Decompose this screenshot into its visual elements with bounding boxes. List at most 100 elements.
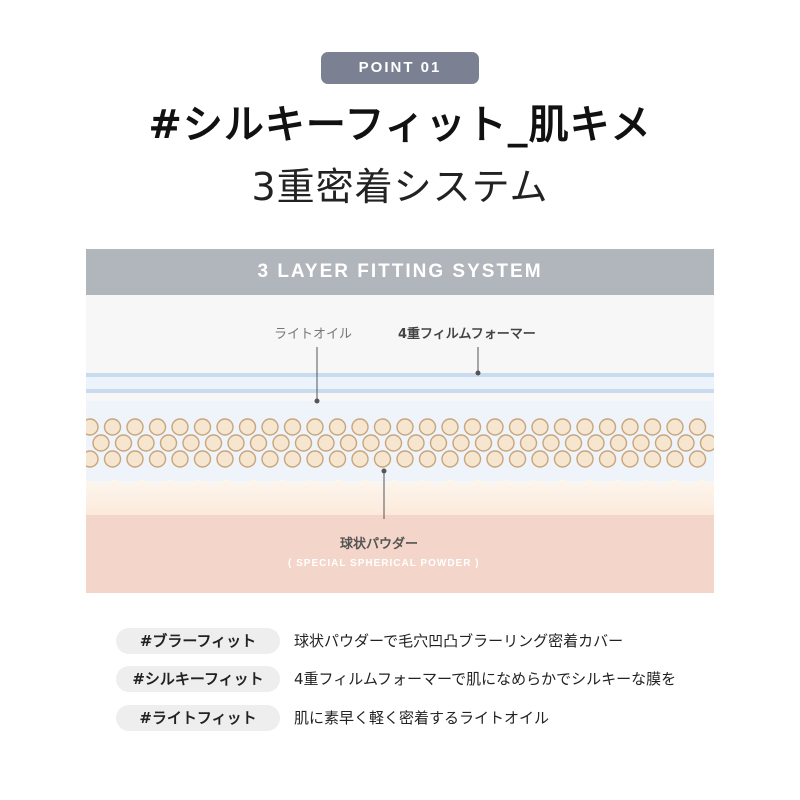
powder-sphere xyxy=(182,434,200,452)
powder-sphere xyxy=(486,450,504,468)
powder-sphere xyxy=(351,418,369,436)
skin-deep-layer xyxy=(86,515,714,593)
powder-sphere xyxy=(171,450,189,468)
page-title: #シルキーフィット_肌キメ xyxy=(148,102,652,148)
page-subtitle: 3重密着システム xyxy=(251,165,549,209)
powder-sphere xyxy=(531,418,549,436)
feature-tag: #シルキーフィット xyxy=(116,666,280,692)
powder-sphere xyxy=(283,450,302,468)
powder-sphere xyxy=(474,434,493,452)
powder-sphere xyxy=(216,418,234,436)
powder-sphere xyxy=(654,434,673,452)
powder-sphere xyxy=(564,434,583,452)
feature-row: #ブラーフィット 球状パウダーで毛穴凹凸ブラーリング密着カバー xyxy=(116,628,716,654)
powder-sphere xyxy=(261,418,279,436)
feature-tag: #ブラーフィット xyxy=(116,628,280,654)
layer-diagram: 3 LAYER FITTING SYSTEM ライトオイル 4重フィルムフォーマ… xyxy=(86,249,714,593)
powder-sphere xyxy=(306,450,324,468)
powder-sphere xyxy=(643,418,662,436)
label-film-former: 4重フィルムフォーマー xyxy=(398,327,536,342)
powder-sphere xyxy=(362,434,380,452)
powder-sphere xyxy=(643,450,662,468)
pointer-dot-light-oil xyxy=(314,398,320,404)
film-layer-line xyxy=(86,389,714,393)
powder-sphere xyxy=(587,434,605,452)
powder-sphere xyxy=(328,450,347,468)
powder-sphere xyxy=(666,418,684,436)
powder-sphere xyxy=(103,418,122,436)
powder-sphere xyxy=(126,418,144,436)
powder-sphere xyxy=(463,418,482,436)
powder-sphere xyxy=(306,418,324,436)
powder-sphere xyxy=(531,450,549,468)
feature-desc: 肌に素早く軽く密着するライトオイル xyxy=(294,709,550,727)
powder-sphere xyxy=(317,434,335,452)
powder-sphere xyxy=(283,418,302,436)
powder-sphere xyxy=(373,418,392,436)
powder-sphere xyxy=(609,434,628,452)
pointer-dot-film xyxy=(475,370,481,376)
powder-sphere xyxy=(339,434,358,452)
powder-sphere xyxy=(373,450,392,468)
spherical-powder-particles xyxy=(86,418,714,468)
powder-sphere xyxy=(86,450,99,468)
powder-sphere xyxy=(126,450,144,468)
powder-sphere xyxy=(553,418,572,436)
feature-row: #ライトフィット 肌に素早く軽く密着するライトオイル xyxy=(116,705,716,731)
powder-sphere xyxy=(666,450,684,468)
film-layer-line xyxy=(86,373,714,377)
powder-sphere xyxy=(328,418,347,436)
powder-sphere xyxy=(193,450,212,468)
label-powder: 球状パウダー xyxy=(340,537,419,552)
powder-sphere xyxy=(497,434,515,452)
feature-tag: #ライトフィット xyxy=(116,705,280,731)
feature-row: #シルキーフィット 4重フィルムフォーマーで肌になめらかでシルキーな膜を xyxy=(116,666,716,692)
powder-sphere xyxy=(677,434,695,452)
powder-sphere xyxy=(486,418,504,436)
point-badge: POINT 01 xyxy=(321,52,479,84)
powder-sphere xyxy=(463,450,482,468)
film-layer-band xyxy=(86,377,714,389)
powder-sphere xyxy=(621,418,639,436)
powder-sphere xyxy=(688,418,707,436)
powder-sphere xyxy=(598,450,617,468)
powder-sphere xyxy=(351,450,369,468)
powder-sphere xyxy=(216,450,234,468)
powder-sphere xyxy=(542,434,560,452)
powder-sphere xyxy=(699,434,714,452)
powder-sphere xyxy=(159,434,178,452)
powder-sphere xyxy=(429,434,448,452)
powder-sphere xyxy=(171,418,189,436)
powder-sphere xyxy=(688,450,707,468)
powder-sphere xyxy=(452,434,470,452)
powder-sphere xyxy=(227,434,245,452)
powder-sphere xyxy=(272,434,290,452)
powder-sphere xyxy=(92,434,110,452)
pointer-dot-powder xyxy=(381,468,387,474)
powder-sphere xyxy=(508,450,527,468)
layer-diagram-graphic xyxy=(86,347,714,593)
skin-surface-layer xyxy=(86,479,714,515)
powder-sphere xyxy=(508,418,527,436)
powder-sphere xyxy=(114,434,133,452)
diagram-header: 3 LAYER FITTING SYSTEM xyxy=(86,249,714,295)
powder-sphere xyxy=(418,450,437,468)
powder-sphere xyxy=(621,450,639,468)
powder-sphere xyxy=(576,418,594,436)
powder-sphere xyxy=(598,418,617,436)
powder-sphere xyxy=(261,450,279,468)
label-powder-en: ( SPECIAL SPHERICAL POWDER ) xyxy=(288,558,480,569)
powder-sphere xyxy=(441,450,459,468)
powder-sphere xyxy=(519,434,538,452)
powder-sphere xyxy=(396,450,414,468)
powder-sphere xyxy=(238,450,257,468)
feature-desc: 球状パウダーで毛穴凹凸ブラーリング密着カバー xyxy=(294,632,624,650)
powder-sphere xyxy=(294,434,313,452)
powder-sphere xyxy=(632,434,650,452)
feature-desc: 4重フィルムフォーマーで肌になめらかでシルキーな膜を xyxy=(294,670,677,688)
powder-sphere xyxy=(418,418,437,436)
powder-sphere xyxy=(193,418,212,436)
powder-sphere xyxy=(204,434,223,452)
powder-sphere xyxy=(148,418,167,436)
powder-sphere xyxy=(103,450,122,468)
